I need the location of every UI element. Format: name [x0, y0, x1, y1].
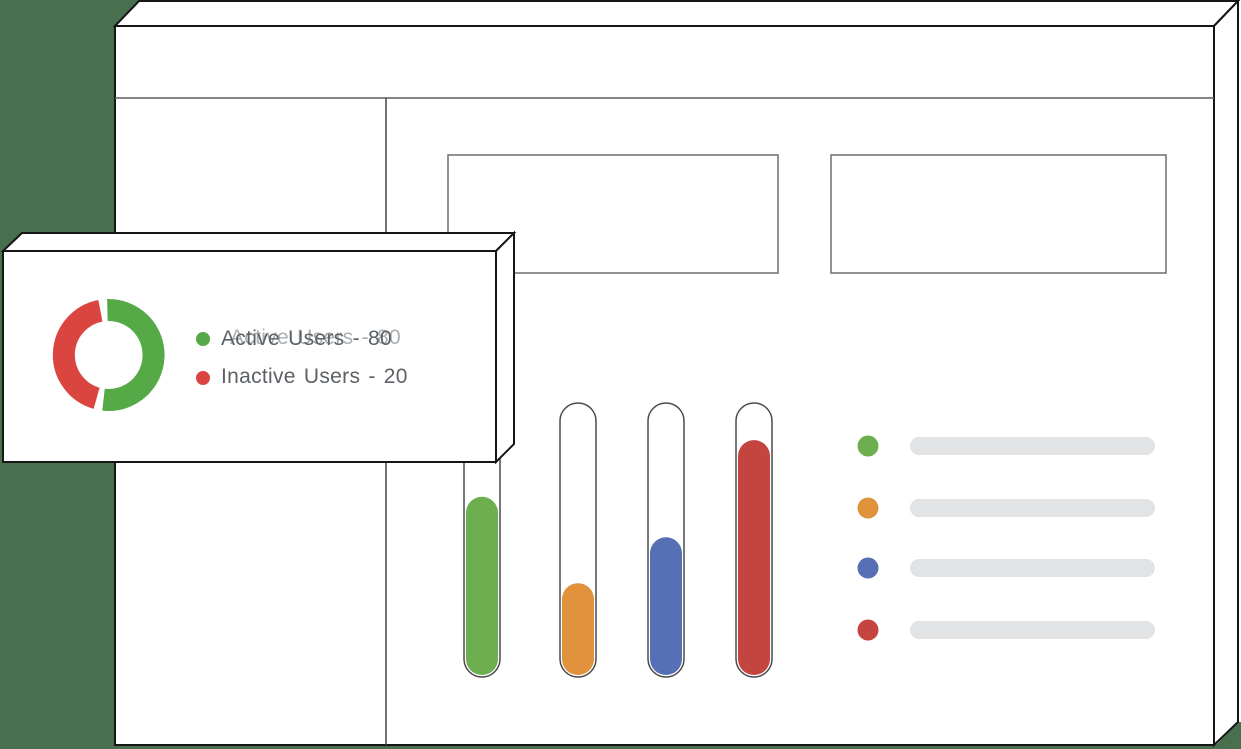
- legend-placeholder-bar-1: [910, 437, 1155, 455]
- legend-dot-red: [857, 619, 879, 641]
- card-placeholder-2: [830, 154, 1167, 274]
- window-top-face: [112, 0, 1241, 27]
- donut-segment-active-users: [102, 298, 165, 411]
- gauge-tubes-group: [463, 402, 773, 678]
- gauge-fill-3: [650, 537, 682, 675]
- inactive-users-dot: [196, 371, 210, 385]
- window-right-face: [1213, 0, 1239, 748]
- popup-right-face: [495, 230, 515, 465]
- legend-dot-green: [857, 435, 879, 457]
- background-bottom-band: [0, 744, 1241, 749]
- legend-placeholder-bar-4: [910, 621, 1155, 639]
- donut-segment-inactive-users: [52, 299, 104, 409]
- gauge-fill-2: [562, 583, 594, 675]
- donut-chart: [52, 298, 165, 411]
- card-placeholder-1: [447, 154, 779, 274]
- gauge-fill-1: [466, 496, 498, 675]
- popup-front-face: [2, 250, 497, 463]
- inactive-users-label: Inactive Users - 20: [221, 365, 408, 388]
- legend-placeholder-bar-3: [910, 559, 1155, 577]
- placeholder-legend-group: [857, 435, 1155, 641]
- active-users-ghost-text: Active Users - 80: [230, 326, 401, 349]
- legend-dot-orange: [857, 497, 879, 519]
- background-bottom-right-notch: [1215, 722, 1241, 749]
- gauge-fill-4: [738, 440, 770, 675]
- legend-placeholder-bar-2: [910, 499, 1155, 517]
- active-users-label: Active Users - 80: [221, 327, 392, 350]
- popup-top-face: [0, 232, 517, 252]
- legend-dot-blue: [857, 557, 879, 579]
- active-users-dot: [196, 332, 210, 346]
